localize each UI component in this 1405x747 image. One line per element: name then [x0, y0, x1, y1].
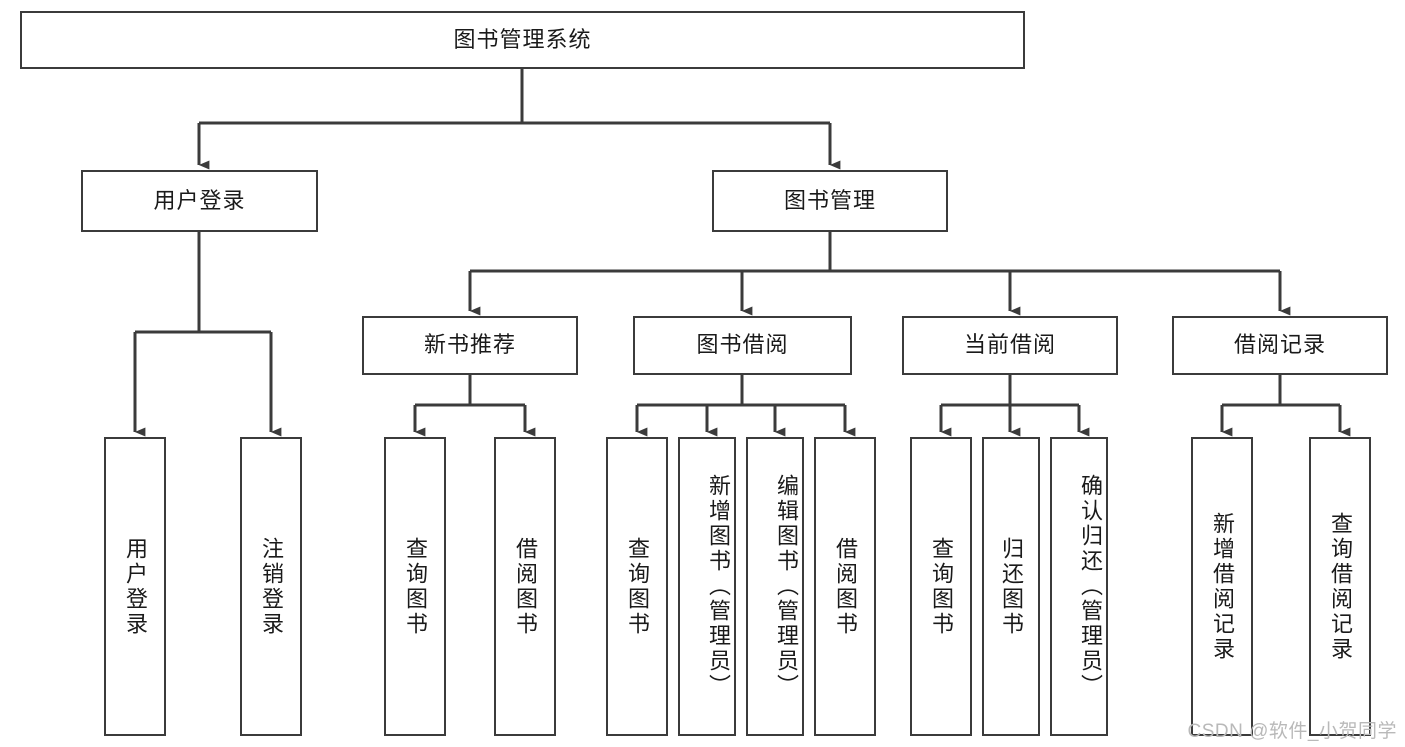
node-label: 查询图书	[929, 536, 954, 637]
leaf-current-borrow-query-book[interactable]: 查询图书	[910, 437, 972, 736]
node-borrow-record[interactable]: 借阅记录	[1172, 316, 1388, 375]
node-label: 归还图书	[999, 536, 1024, 637]
node-label: 编辑图书（管理员）	[774, 474, 799, 699]
node-label: 查询图书	[403, 536, 428, 637]
leaf-book-borrow-edit-book-admin[interactable]: 编辑图书（管理员）	[746, 437, 804, 736]
node-label: 借阅图书	[513, 536, 538, 637]
leaf-book-borrow-add-book-admin[interactable]: 新增图书（管理员）	[678, 437, 736, 736]
node-user-login[interactable]: 用户登录	[81, 170, 318, 232]
node-label: 图书借阅	[696, 332, 789, 358]
node-label: 确认归还（管理员）	[1078, 474, 1103, 699]
leaf-borrow-record-add-record[interactable]: 新增借阅记录	[1191, 437, 1253, 736]
node-root-book-management-system[interactable]: 图书管理系统	[20, 11, 1025, 69]
node-label: 用户登录	[123, 536, 148, 637]
node-label: 新增图书（管理员）	[706, 474, 731, 699]
node-label: 当前借阅	[963, 332, 1056, 358]
node-label: 借阅图书	[833, 536, 858, 637]
leaf-book-borrow-query-book[interactable]: 查询图书	[606, 437, 668, 736]
node-label: 注销登录	[259, 536, 284, 637]
node-label: 查询借阅记录	[1328, 511, 1353, 662]
node-label: 新增借阅记录	[1210, 511, 1235, 662]
node-label: 新书推荐	[423, 332, 516, 358]
csdn-watermark: CSDN @软件_小贺同学	[1187, 721, 1397, 742]
leaf-user-login-logout[interactable]: 注销登录	[240, 437, 302, 736]
node-book-management[interactable]: 图书管理	[712, 170, 948, 232]
leaf-current-borrow-return-book[interactable]: 归还图书	[982, 437, 1040, 736]
node-label: 图书管理系统	[453, 26, 592, 52]
node-label: 用户登录	[153, 187, 246, 213]
node-label: 借阅记录	[1233, 332, 1326, 358]
leaf-current-borrow-confirm-return-admin[interactable]: 确认归还（管理员）	[1050, 437, 1108, 736]
node-book-borrow[interactable]: 图书借阅	[633, 316, 852, 375]
node-label: 查询图书	[625, 536, 650, 637]
node-label: 图书管理	[783, 187, 876, 213]
leaf-book-borrow-borrow-book[interactable]: 借阅图书	[814, 437, 876, 736]
leaf-new-book-borrow-book[interactable]: 借阅图书	[494, 437, 556, 736]
leaf-user-login-do-login[interactable]: 用户登录	[104, 437, 166, 736]
leaf-borrow-record-query-record[interactable]: 查询借阅记录	[1309, 437, 1371, 736]
node-new-book-recommend[interactable]: 新书推荐	[362, 316, 578, 375]
leaf-new-book-query-book[interactable]: 查询图书	[384, 437, 446, 736]
node-current-borrow[interactable]: 当前借阅	[902, 316, 1118, 375]
